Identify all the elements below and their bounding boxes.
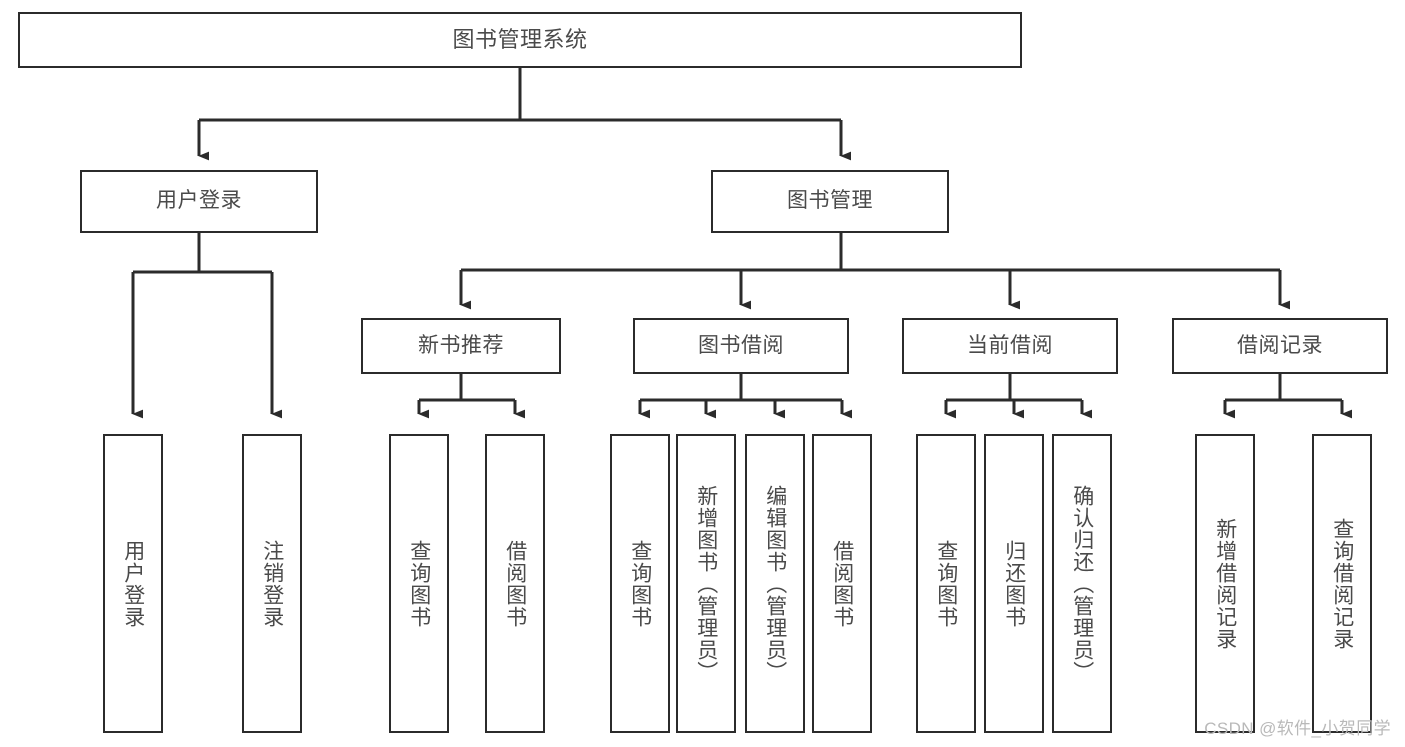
node-label: 借阅图书 bbox=[503, 539, 527, 628]
watermark-text: CSDN @软件_小贺同学 bbox=[1204, 719, 1391, 738]
node-label: 查询图书 bbox=[407, 539, 431, 628]
node-label: 查询图书 bbox=[934, 539, 958, 628]
node-leaf-borrow-books[interactable]: 借阅图书 bbox=[812, 434, 872, 733]
node-root-book-management-system[interactable]: 图书管理系统 bbox=[18, 12, 1022, 68]
node-label: 新增图书（管理员） bbox=[694, 484, 718, 683]
node-leaf-edit-book-admin[interactable]: 编辑图书（管理员） bbox=[745, 434, 805, 733]
node-leaf-return-books[interactable]: 归还图书 bbox=[984, 434, 1044, 733]
node-leaf-add-book-admin[interactable]: 新增图书（管理员） bbox=[676, 434, 736, 733]
node-leaf-add-borrow-record[interactable]: 新增借阅记录 bbox=[1195, 434, 1255, 733]
node-label: 借阅记录 bbox=[1237, 333, 1323, 357]
node-label: 用户登录 bbox=[121, 539, 145, 628]
node-label: 用户登录 bbox=[156, 189, 242, 213]
node-leaf-query-books-borrow[interactable]: 查询图书 bbox=[610, 434, 670, 733]
node-label: 新书推荐 bbox=[418, 333, 504, 357]
node-label: 借阅图书 bbox=[830, 539, 854, 628]
node-leaf-query-books-current[interactable]: 查询图书 bbox=[916, 434, 976, 733]
node-current-borrowing[interactable]: 当前借阅 bbox=[902, 318, 1118, 374]
node-leaf-query-books-recommend[interactable]: 查询图书 bbox=[389, 434, 449, 733]
node-label: 图书借阅 bbox=[698, 333, 784, 357]
node-label: 注销登录 bbox=[260, 539, 284, 628]
node-label: 当前借阅 bbox=[967, 333, 1053, 357]
node-leaf-query-borrow-record[interactable]: 查询借阅记录 bbox=[1312, 434, 1372, 733]
node-label: 查询借阅记录 bbox=[1330, 517, 1354, 650]
node-label: 确认归还（管理员） bbox=[1070, 484, 1094, 683]
node-label: 图书管理 bbox=[787, 189, 873, 213]
node-label: 归还图书 bbox=[1002, 539, 1026, 628]
node-book-management[interactable]: 图书管理 bbox=[711, 170, 949, 233]
node-label: 新增借阅记录 bbox=[1213, 517, 1237, 650]
node-book-borrowing[interactable]: 图书借阅 bbox=[633, 318, 849, 374]
node-label: 图书管理系统 bbox=[452, 27, 588, 53]
node-leaf-confirm-return-admin[interactable]: 确认归还（管理员） bbox=[1052, 434, 1112, 733]
node-user-login[interactable]: 用户登录 bbox=[80, 170, 318, 233]
node-leaf-logout[interactable]: 注销登录 bbox=[242, 434, 302, 733]
node-label: 编辑图书（管理员） bbox=[763, 484, 787, 683]
node-leaf-borrow-books-recommend[interactable]: 借阅图书 bbox=[485, 434, 545, 733]
node-new-book-recommendation[interactable]: 新书推荐 bbox=[361, 318, 561, 374]
node-label: 查询图书 bbox=[628, 539, 652, 628]
node-leaf-user-login[interactable]: 用户登录 bbox=[103, 434, 163, 733]
node-borrowing-records[interactable]: 借阅记录 bbox=[1172, 318, 1388, 374]
